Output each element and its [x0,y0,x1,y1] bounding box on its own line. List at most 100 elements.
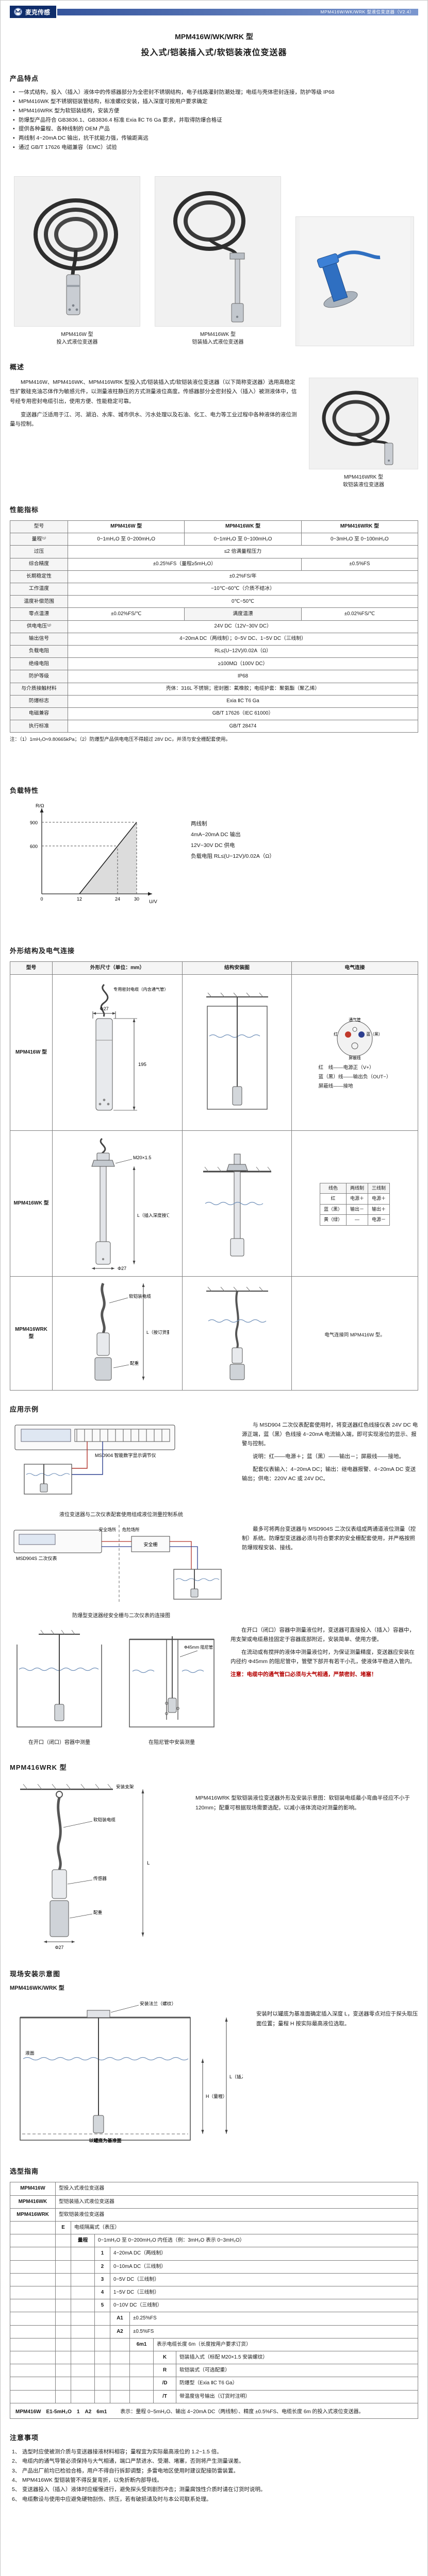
model-cell: MPM416W 型 [10,974,53,1131]
ordering-cell [55,2325,71,2338]
electrical-line: 红 线——电源正（V+） [318,1064,374,1071]
wiring-header-cell: 三线制 [367,1182,390,1194]
level-label: 液面 [25,2050,35,2056]
ordering-cell: 0~10V DC（三线制） [110,2299,418,2313]
damping-pipe-label: Φ45mm 阻尼管 [184,1645,213,1650]
wrk-description: MPM416WRK 型软铠装液位变送器外形及安装示意图：软铠装电缆最小弯曲半径应… [195,1795,410,1811]
table-header-row: 型号 外形尺寸（单位：mm） 结构安装图 电气连接 [10,961,418,975]
application-paragraph: 在流动或有搅拌的液体中测量液位时，为保证测量精度，变送器应安装在内径约 Φ45m… [231,1649,416,1665]
mpm416wrk-mount-drawing [206,1286,268,1380]
ordering-cell: 带温度信号输出（订货时注明） [176,2389,418,2403]
ordering-cell [129,2364,154,2378]
photo-image [295,216,414,346]
l-dimension-label: L（插入深度） [229,2074,243,2079]
photo-caption-line: 软铠装液位变送器 [343,482,384,488]
table-cell: 防护等级 [10,670,68,683]
wiring-cell: 黄（绿） [319,1214,347,1226]
electrical-line: 蓝（黑）线——输出负（OUT−） [318,1074,391,1080]
ordering-cell [10,2377,56,2391]
ordering-cell [94,2389,110,2403]
cable-cross-section-drawing: 通气管 红 蓝（黑） 屏蔽线 [334,1017,382,1060]
table-cell: IP68 [68,670,418,683]
table-row: 与介质接触材料壳体：316L 不锈钢；密封圈：氟橡胶；电缆护套：聚氨酯（聚乙烯） [10,682,418,696]
ordering-cell [94,2312,110,2326]
mpm416w-photo-art [18,176,137,326]
model-cell: MPM416WK 型 [10,1130,53,1277]
wiring-header-cell: 两线制 [345,1182,369,1194]
ordering-cell [10,2364,56,2378]
overview-text: MPM416W、MPM416WK、MPM416WRK 型投入式/铠装插入式/软铠… [10,378,299,489]
table-cell: 零点温漂 [10,607,68,621]
table-row: 供电电压⁽²⁾24V DC（12V~30V DC） [10,620,418,633]
feature-item: 一体式结构，投入（插入）液体中的传感器部分为全密封不锈钢结构，电子线路灌封防潮处… [12,88,416,97]
photo-image [14,176,140,327]
damping-pipe-figure: Φ45mm 阻尼管 在阻尼管中安装测量 [122,1626,221,1745]
ordering-cell: ±0.25%FS [129,2312,418,2326]
soft-cable-label: 软铠装电缆 [93,1817,116,1822]
ordering-cell [10,2234,56,2248]
overview-figure: MPM416WRK 型软铠装液位变送器 [309,377,418,489]
electrical-note: 电气连接同 MPM416W 型。 [324,1332,385,1338]
cable-label: 专用密封电缆（内含通气管） [113,987,168,992]
table-cell: MPM416WK 型 [184,520,302,534]
note-item: 选型时应使被测介质与变送器接液材料相容；量程宜为实际最高液位的 1.2~1.5 … [12,2447,222,2457]
wiring-cell: — [345,1214,369,1226]
table-cell: 执行标准 [10,720,68,733]
ordering-cell [129,2377,154,2391]
load-tick-12: 12 [77,896,82,902]
ordering-cell: 防爆型（Exia ⅡC T6 Ga） [176,2377,418,2391]
load-note-line: 12V~30V DC 供电 [191,842,235,849]
ordering-example: MPM416W E1-5mH₂O 1 A2 6m1 表示：量程 0~5mH₂O、… [10,2403,418,2419]
ordering-cell: 软铠装式（可选配重） [176,2364,418,2378]
ordering-cell [55,2312,71,2326]
application-caption-1: 液位变送器与二次仪表配套使用组成液位测量控制系统 [59,1512,183,1518]
ordering-cell [110,2377,130,2391]
load-tick-600: 600 [30,844,38,849]
column-header-model: 型号 [10,961,53,975]
baseline-label: 以罐底为基准面 [89,2138,121,2143]
load-tick-30: 30 [134,896,139,902]
note-item: 电缆敷设与使用中应避免硬物刮伤、挤压，若有破损请及时与本公司联系处理。 [12,2495,212,2504]
section-heading-performance: 性能指标 [10,505,39,514]
weight-label: 配重 [130,1360,139,1366]
ordering-cell [10,2221,56,2235]
table-cell: 综合精度 [10,557,68,571]
ordering-cell [129,2350,154,2365]
table-cell: 负载电阻 [10,645,68,658]
photo-caption-line: 铠装插入式液位变送器 [192,339,244,345]
ordering-cell: MPM416WRK [10,2208,56,2222]
section-heading-site: 现场安装示意图 [10,1970,61,1978]
ordering-cell: 型投入式液位变送器 [55,2182,418,2196]
vent-tube-label: 通气管 [349,1017,361,1022]
overview-paragraph-2: 变送器广泛适用于江、河、湖泊、水库、城市供水、污水处理以及石油、化工、电力等工业… [10,412,297,428]
table-cell: ±0.02%FS/℃ [301,607,419,621]
ordering-cell: 3 [94,2273,110,2286]
application-text-3: 在开口（闭口）容器中测量液位时，变送器可直接投入（插入）容器中，用支架或电缆悬挂… [231,1626,418,1745]
ordering-cell [94,2325,110,2338]
ordering-cell [55,2350,71,2365]
table-cell: ±0.25%FS（量程≥5mH₂O） [68,557,302,571]
meter-connection-diagram: MSD904 智能数字显示调节仪 [14,1425,175,1495]
photo-caption: MPM416WK 型铠装插入式液位变送器 [155,331,281,346]
barrier-label: 安全栅 [143,1541,157,1547]
mpm416wrk-dimension-drawing: 软铠装电缆 配重 L（按订货要求） [94,1283,169,1381]
diameter-label: Φ27 [100,1006,108,1011]
ordering-cell: ±0.5%FS [129,2325,418,2338]
dimensions-table: 型号 外形尺寸（单位：mm） 结构安装图 电气连接 MPM416W 型 专用密封… [10,961,418,1391]
wiring-cell: 输出＋ [367,1204,390,1215]
ordering-cell [10,2350,56,2365]
feature-item: 提供各种量程、各种线制的 OEM 产品 [12,125,416,134]
ordering-cell: 0~5V DC（三线制） [110,2273,418,2286]
load-tick-24: 24 [115,896,120,902]
